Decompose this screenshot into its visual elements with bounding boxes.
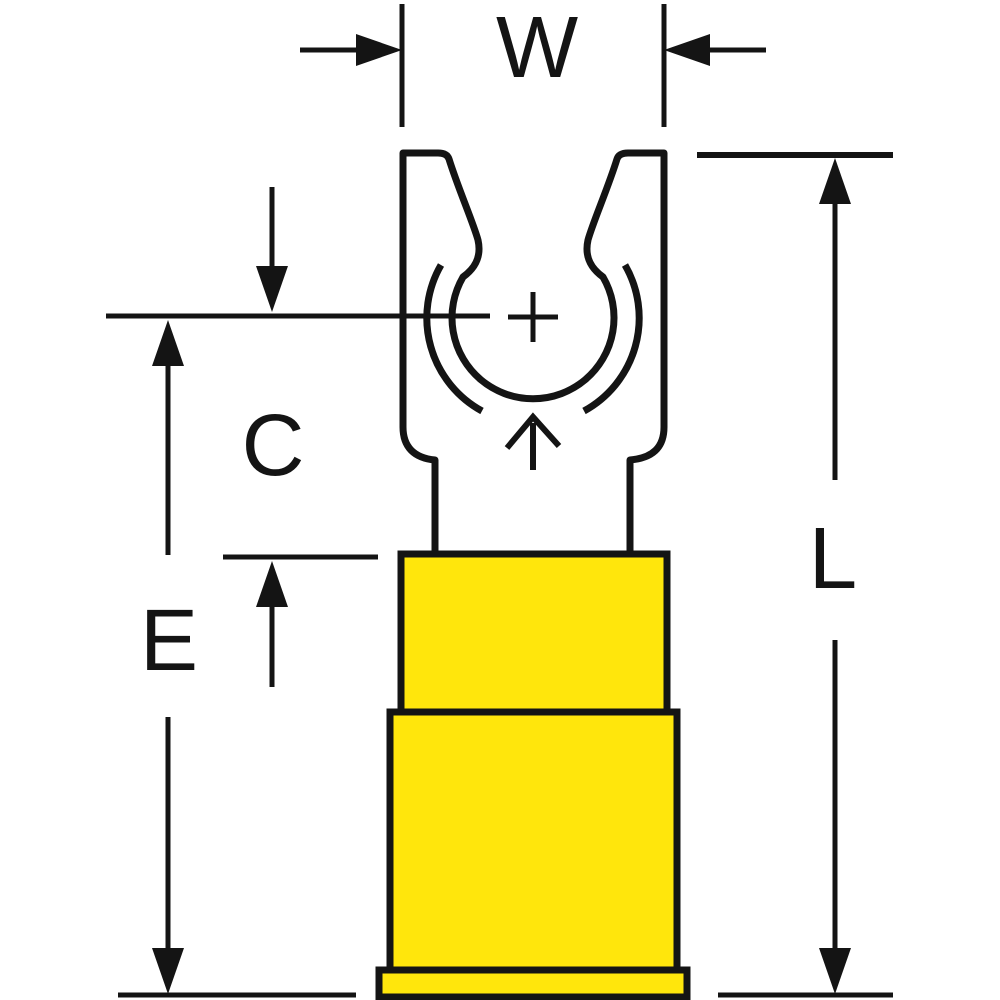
w-arrow-left-head — [356, 34, 402, 66]
insulation-barrel-upper — [397, 550, 671, 718]
fork-terminal-outline — [399, 149, 668, 560]
dimension-e: E — [140, 320, 198, 994]
insert-direction-arrow-icon — [504, 412, 562, 470]
l-arrow-down-head — [819, 948, 851, 994]
l-label: L — [809, 510, 857, 607]
center-plus-mark — [508, 292, 558, 342]
spring-arc-right — [582, 263, 643, 415]
insulation-flange — [375, 966, 691, 1000]
e-label: E — [140, 592, 198, 689]
c-arrow-down-head — [256, 266, 288, 312]
e-arrow-down-head — [152, 948, 184, 994]
w-arrow-right-head — [664, 34, 710, 66]
l-arrow-up-head — [819, 158, 851, 204]
insulation-barrel-lower — [386, 708, 681, 977]
e-arrow-up-head — [152, 320, 184, 366]
c-label: C — [242, 397, 305, 494]
c-arrow-up-head — [256, 561, 288, 607]
dimension-l: L — [697, 152, 893, 994]
spring-arc-left — [423, 263, 484, 415]
dimension-w: W — [300, 0, 766, 127]
w-label: W — [496, 0, 578, 96]
dimension-c: C — [223, 187, 378, 687]
